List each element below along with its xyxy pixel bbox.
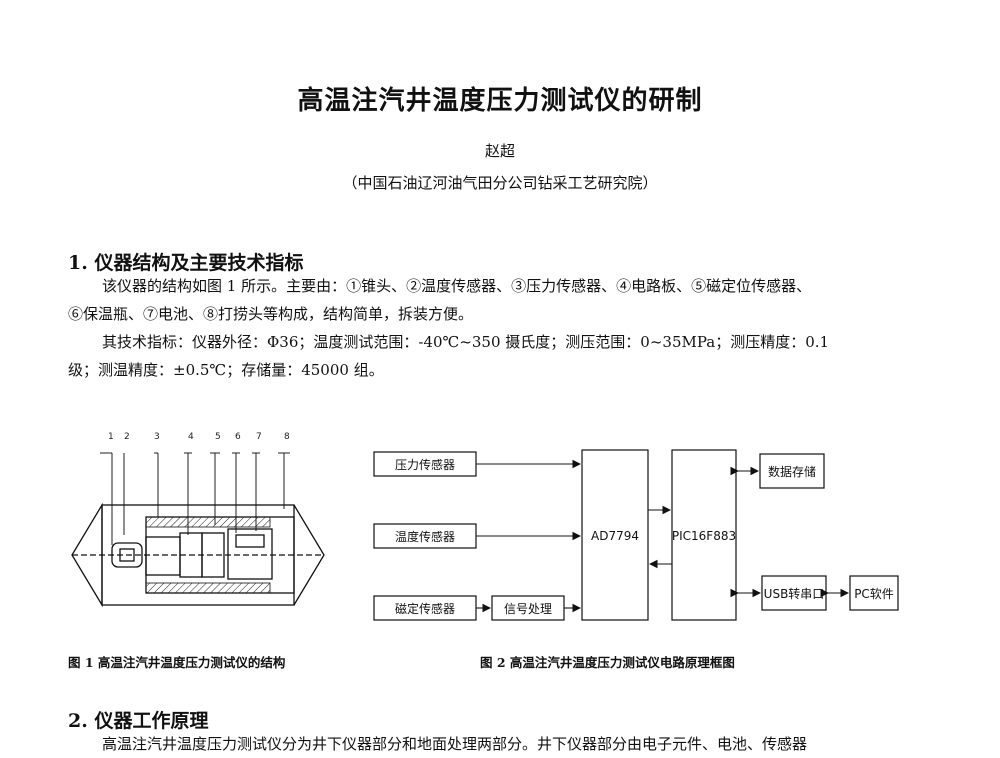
part-label-6: 6 (235, 432, 241, 442)
part-label-5: 5 (215, 432, 221, 442)
section-1-paragraph: 该仪器的结构如图 1 所示。主要由：①锥头、②温度传感器、③压力传感器、④电路板… (68, 272, 948, 384)
figure-2-caption: 图 2 高温注汽井温度压力测试仪电路原理框图 (480, 655, 735, 670)
block-pc-software (849, 575, 899, 611)
label-usb-serial: USB转串口 (764, 586, 825, 601)
block-adc (581, 449, 649, 621)
section-2-paragraph: 高温注汽井温度压力测试仪分为井下仪器部分和地面处理两部分。井下仪器部分由电子元件… (68, 730, 948, 758)
block-data-storage (759, 453, 825, 489)
part-number-labels: 1 2 3 4 5 6 7 8 (108, 432, 290, 442)
para2-line2: 级；测温精度：±0.5℃；存储量：45000 组。 (68, 361, 384, 379)
leader-lines (100, 452, 290, 545)
author-name: 赵超 (484, 142, 515, 160)
section-2-heading: 2. 仪器工作原理 (68, 710, 209, 732)
para1-line2: ⑥保温瓶、⑦电池、⑧打捞头等构成，结构简单，拆装方便。 (68, 305, 474, 323)
label-mcu: PIC16F883 (672, 529, 736, 543)
block-mcu (671, 449, 737, 621)
label-temp-sensor: 温度传感器 (395, 529, 455, 544)
label-adc: AD7794 (591, 529, 639, 543)
para2-line1: 其技术指标：仪器外径：Φ36；温度测试范围：-40℃~350 摄氏度；测压范围：… (102, 333, 830, 351)
part-label-8: 8 (284, 432, 290, 442)
label-pc-software: PC软件 (854, 587, 894, 601)
figure-2-block-diagram: 压力传感器 温度传感器 磁定传感器 信号处理 AD7794 PIC16F883 … (373, 449, 899, 621)
block-mag-sensor (373, 595, 477, 621)
block-temp-sensor (373, 523, 477, 549)
figure-1-structure-drawing: 1 2 3 4 5 6 7 8 (71, 432, 325, 608)
affiliation: （中国石油辽河油气田分公司钻采工艺研究院） (342, 174, 658, 192)
section2-line1: 高温注汽井温度压力测试仪分为井下仪器部分和地面处理两部分。井下仪器部分由电子元件… (102, 735, 808, 753)
section-1-heading: 1. 仪器结构及主要技术指标 (68, 252, 304, 274)
figure-1-caption: 图 1 高温注汽井温度压力测试仪的结构 (68, 655, 286, 670)
label-data-storage: 数据存储 (768, 464, 816, 479)
instrument-body (71, 502, 325, 608)
part-label-4: 4 (188, 432, 194, 442)
label-signal-processing: 信号处理 (504, 602, 552, 616)
part-label-2: 2 (124, 432, 130, 442)
part-label-7: 7 (256, 432, 262, 442)
block-signal-processing (491, 595, 565, 621)
part-label-3: 3 (154, 432, 160, 442)
paper-title: 高温注汽井温度压力测试仪的研制 (297, 86, 703, 116)
label-mag-sensor: 磁定传感器 (395, 601, 455, 616)
part-label-1: 1 (108, 432, 114, 442)
label-pressure-sensor: 压力传感器 (395, 457, 455, 472)
para1-line1: 该仪器的结构如图 1 所示。主要由：①锥头、②温度传感器、③压力传感器、④电路板… (102, 277, 812, 295)
